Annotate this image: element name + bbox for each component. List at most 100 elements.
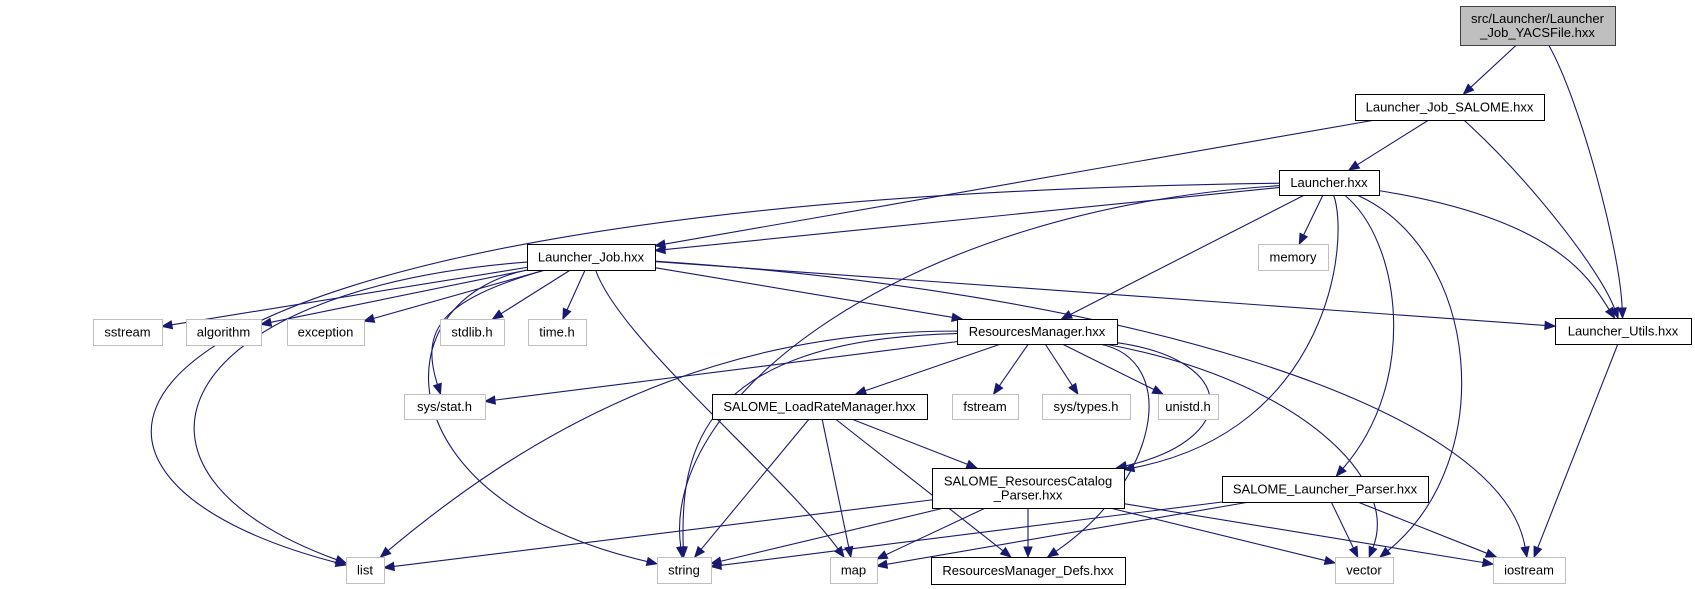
node-exception: exception <box>287 319 365 346</box>
arrowhead-job-to-stdlib <box>491 309 505 320</box>
arrowhead-resmgr-to-systypes <box>1068 382 1079 396</box>
node-stdlib: stdlib.h <box>440 319 505 346</box>
node-box <box>287 319 365 346</box>
node-box <box>1222 476 1429 503</box>
node-label: iostream <box>1504 563 1554 578</box>
node-label: src/Launcher/Launcher <box>1471 11 1605 26</box>
node-label: SALOME_Launcher_Parser.hxx <box>1233 482 1418 497</box>
node-box <box>93 319 163 346</box>
node-box <box>931 557 1126 585</box>
node-label: sys/types.h <box>1053 399 1118 414</box>
arrowhead-job-to-sstream <box>160 320 174 330</box>
edge-lparser-to-string <box>720 501 1223 566</box>
node-box <box>1258 244 1329 271</box>
node-resmgr[interactable]: ResourcesManager.hxx <box>957 319 1118 345</box>
arrowhead-launcher-to-lparser <box>1335 464 1347 478</box>
arrowhead-catparser-to-iostream <box>1481 557 1495 568</box>
arrowhead-job-to-time <box>562 307 572 321</box>
node-box <box>932 468 1125 509</box>
node-label: SALOME_LoadRateManager.hxx <box>723 399 916 414</box>
node-job_salome[interactable]: Launcher_Job_SALOME.hxx <box>1355 94 1545 121</box>
node-utils[interactable]: Launcher_Utils.hxx <box>1555 318 1692 345</box>
edge-loadrate-to-resdefs <box>835 418 1004 552</box>
node-sysstat: sys/stat.h <box>404 394 486 420</box>
edge-resmgr-to-list <box>387 330 958 551</box>
node-box <box>1279 170 1380 196</box>
node-box <box>528 319 587 346</box>
node-box <box>1355 94 1545 121</box>
edge-loadrate-to-string <box>700 418 810 550</box>
node-box <box>1042 394 1131 420</box>
node-label: algorithm <box>197 325 250 340</box>
edge-job-to-stdlib <box>500 269 571 315</box>
arrowhead-lparser-to-string <box>709 560 723 570</box>
node-box <box>186 319 262 346</box>
edge-catparser-to-iostream <box>1123 503 1484 564</box>
arrowhead-catparser-to-map <box>875 550 889 560</box>
node-label: Launcher_Job_SALOME.hxx <box>1366 100 1534 115</box>
node-label: unistd.h <box>1165 399 1211 414</box>
arrowhead-loadrate-to-map <box>844 545 854 559</box>
edge-loadrate-to-map <box>821 418 850 548</box>
node-box <box>657 557 712 584</box>
node-label: list <box>357 563 373 578</box>
edge-resmgr-to-fstream <box>998 343 1029 387</box>
edge-job_salome-to-utils <box>1463 119 1616 309</box>
node-box <box>440 319 505 346</box>
arrowhead-lparser-to-iostream <box>1484 548 1498 558</box>
arrowhead-resmgr-to-loadrate <box>854 386 868 396</box>
node-label: vector <box>1346 563 1382 578</box>
edge-launcher-to-lparser <box>1342 194 1395 469</box>
node-label: time.h <box>539 325 574 340</box>
edge-root-to-job_salome <box>1470 44 1517 88</box>
edge-lparser-to-vector <box>1330 501 1354 549</box>
node-label: map <box>841 563 866 578</box>
node-resdefs[interactable]: ResourcesManager_Defs.hxx <box>931 557 1126 585</box>
node-catparser[interactable]: SALOME_ResourcesCatalog_Parser.hxx <box>932 468 1125 509</box>
node-box <box>1493 557 1566 584</box>
edge-lparser-to-iostream <box>1357 501 1488 554</box>
node-box <box>346 557 385 584</box>
arrowhead-resmgr-to-unistd <box>1151 385 1165 395</box>
node-label: Launcher.hxx <box>1290 175 1368 190</box>
arrowhead-lparser-to-vector <box>1348 545 1359 559</box>
edge-job-to-algorithm <box>270 269 528 323</box>
arrowhead-job-to-exception <box>362 313 376 323</box>
node-label: SALOME_ResourcesCatalog <box>944 474 1112 489</box>
arrowhead-launcher-to-utils <box>1604 306 1616 320</box>
arrowhead-catparser-to-list <box>382 561 396 572</box>
edge-launcher-to-catparser <box>1133 194 1339 469</box>
arrowhead-job-to-list <box>334 555 348 564</box>
edge-job-to-sstream <box>171 266 528 326</box>
arrowhead-launcher-to-vector <box>1379 546 1392 558</box>
edge-job-to-time <box>566 269 586 311</box>
arrowhead-root-to-job_salome <box>1462 83 1475 95</box>
edge-job-to-iostream <box>654 260 1526 548</box>
node-sstream: sstream <box>93 319 163 346</box>
node-label: Launcher_Utils.hxx <box>1568 324 1679 339</box>
arrowhead-loadrate-to-string <box>693 545 706 559</box>
arrowhead-job_salome-to-launcher <box>1347 160 1361 171</box>
edge-job-to-sysstat <box>431 269 546 385</box>
node-root[interactable]: src/Launcher/Launcher_Job_YACSFile.hxx <box>1460 6 1616 46</box>
node-job[interactable]: Launcher_Job.hxx <box>527 244 656 271</box>
node-launcher[interactable]: Launcher.hxx <box>1279 170 1380 196</box>
arrowhead-job-to-string <box>645 556 659 567</box>
nodes-layer: src/Launcher/Launcher_Job_YACSFile.hxxLa… <box>93 6 1692 585</box>
node-lparser[interactable]: SALOME_Launcher_Parser.hxx <box>1222 476 1429 503</box>
edge-job_salome-to-launcher <box>1357 119 1430 166</box>
node-label: fstream <box>963 399 1006 414</box>
arrowhead-resmgr-to-sysstat <box>483 395 497 405</box>
node-iostream: iostream <box>1493 557 1566 584</box>
edges-layer <box>150 44 1627 572</box>
arrowhead-lparser-to-map <box>875 559 889 569</box>
edge-launcher-to-vector <box>1356 194 1463 552</box>
edge-resmgr-to-loadrate <box>865 343 1001 392</box>
node-loadrate[interactable]: SALOME_LoadRateManager.hxx <box>712 394 928 420</box>
edge-resmgr-to-resdefs <box>1055 343 1150 552</box>
edge-launcher-to-string <box>678 185 1280 548</box>
node-box <box>404 394 486 420</box>
edge-resmgr-to-sysstat <box>494 341 958 401</box>
arrowhead-launcher-to-memory <box>1298 232 1309 246</box>
